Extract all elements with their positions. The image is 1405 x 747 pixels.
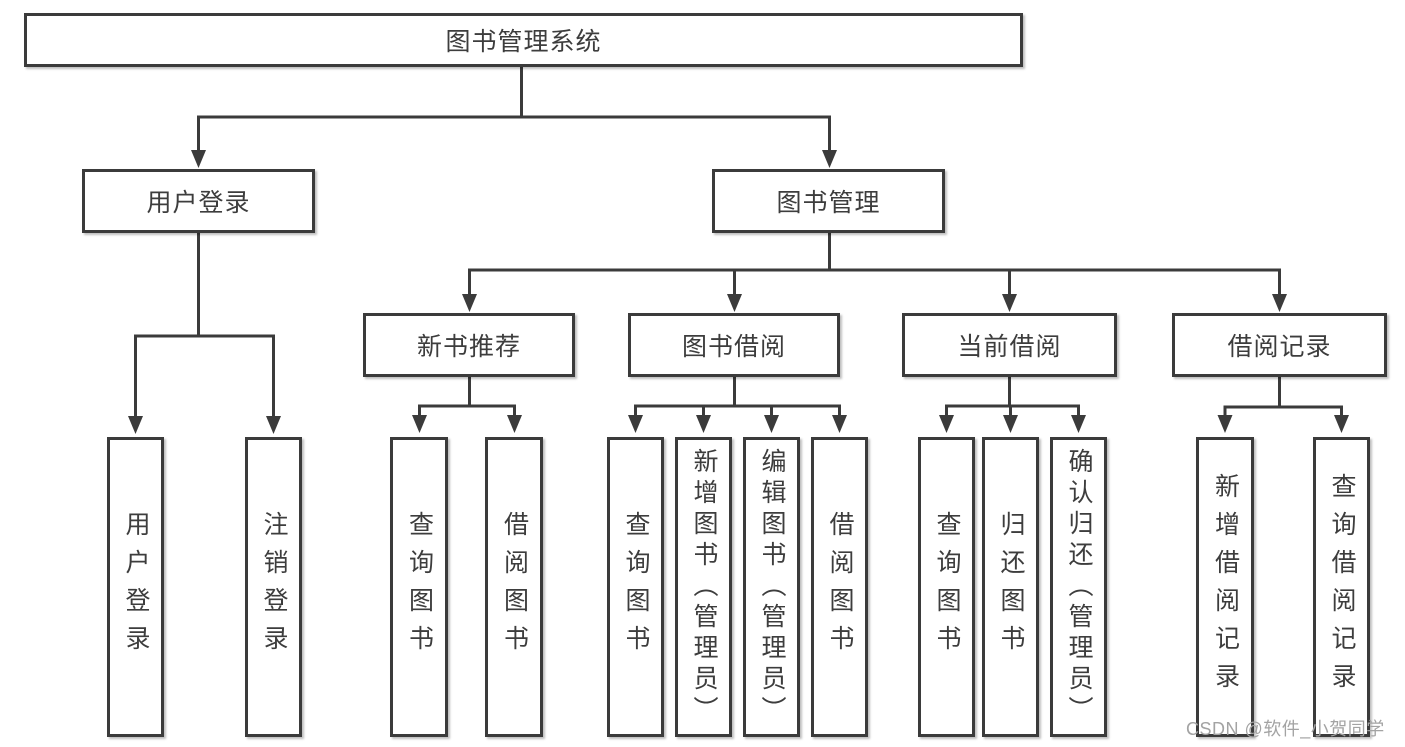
node-new-book-recommend: 新书推荐 bbox=[363, 313, 575, 377]
arrowhead-icon bbox=[1334, 415, 1349, 433]
node-leaf-query-book-1: 查询图书 bbox=[390, 437, 448, 737]
arrowhead-icon bbox=[1003, 415, 1018, 433]
node-current-borrow: 当前借阅 bbox=[902, 313, 1117, 377]
arrowhead-icon bbox=[628, 415, 643, 433]
node-book-management: 图书管理 bbox=[712, 169, 945, 233]
node-library-system: 图书管理系统 bbox=[24, 13, 1023, 67]
arrowhead-icon bbox=[832, 415, 847, 433]
arrowhead-icon bbox=[727, 294, 742, 312]
arrowhead-icon bbox=[1071, 415, 1086, 433]
arrowhead-icon bbox=[1272, 294, 1287, 312]
arrowhead-icon bbox=[696, 415, 711, 433]
node-leaf-confirm-return-admin: 确认归还（管理员） bbox=[1050, 437, 1107, 737]
node-user-login: 用户登录 bbox=[82, 169, 315, 233]
csdn-watermark: CSDN @软件_小贺同学 bbox=[1186, 719, 1385, 739]
arrowheads bbox=[128, 150, 1349, 434]
arrowhead-icon bbox=[1002, 294, 1017, 312]
arrowhead-icon bbox=[1217, 415, 1233, 433]
arrowhead-icon bbox=[822, 150, 837, 168]
node-leaf-query-book-2: 查询图书 bbox=[607, 437, 664, 737]
node-leaf-query-borrow-record: 查询借阅记录 bbox=[1313, 437, 1370, 737]
arrowhead-icon bbox=[764, 415, 779, 433]
node-leaf-logout: 注销登录 bbox=[245, 437, 302, 737]
node-leaf-query-book-3: 查询图书 bbox=[918, 437, 975, 737]
node-borrow-record: 借阅记录 bbox=[1172, 313, 1387, 377]
arrowhead-icon bbox=[191, 150, 206, 168]
arrowhead-icon bbox=[507, 415, 522, 433]
arrowhead-icon bbox=[266, 416, 281, 434]
node-leaf-return-book: 归还图书 bbox=[982, 437, 1039, 737]
node-leaf-user-login: 用户登录 bbox=[107, 437, 164, 737]
node-leaf-borrow-book-1: 借阅图书 bbox=[485, 437, 543, 737]
node-leaf-add-book-admin: 新增图书（管理员） bbox=[675, 437, 732, 737]
arrowhead-icon bbox=[128, 416, 143, 434]
arrowhead-icon bbox=[412, 415, 427, 433]
arrowhead-icon bbox=[462, 294, 477, 312]
node-leaf-edit-book-admin: 编辑图书（管理员） bbox=[743, 437, 800, 737]
node-leaf-borrow-book-2: 借阅图书 bbox=[811, 437, 868, 737]
arrowhead-icon bbox=[939, 415, 954, 433]
node-book-borrow: 图书借阅 bbox=[628, 313, 840, 377]
node-leaf-add-borrow-record: 新增借阅记录 bbox=[1196, 437, 1254, 737]
